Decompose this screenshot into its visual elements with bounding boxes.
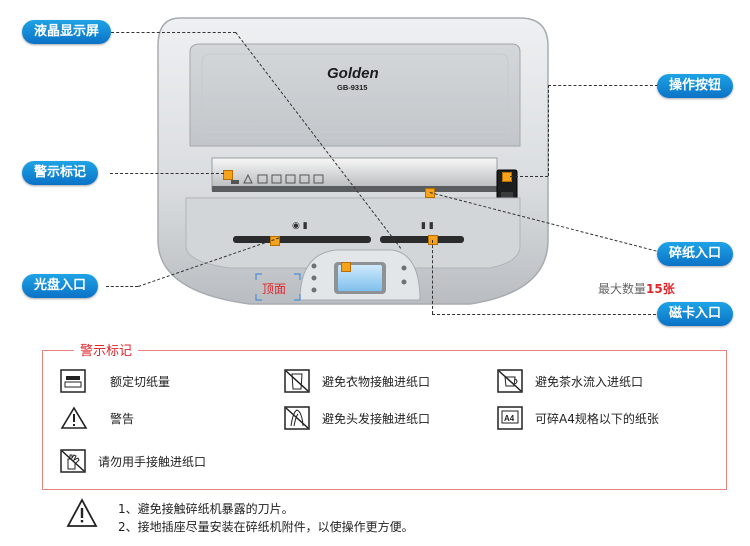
top-face-label: 顶面: [262, 282, 287, 296]
legend-item: 避免茶水流入进纸口: [497, 368, 643, 394]
max-quantity-value: 15张: [646, 282, 675, 296]
warning-legend-frame: [42, 350, 727, 490]
callout-cd: 光盘入口: [22, 274, 99, 298]
legend-item: A4 可碎A4规格以下的纸张: [497, 405, 659, 431]
no-clothing-icon: [284, 369, 310, 393]
no-hand-icon: [60, 449, 86, 473]
leader-cd: [106, 286, 138, 287]
legend-item: 避免衣物接触进纸口: [284, 368, 430, 394]
note-1: 1、避免接触碎纸机暴露的刀片。: [118, 502, 294, 516]
warning-legend-title: 警示标记: [74, 340, 139, 359]
marker-buttons: [502, 172, 512, 182]
note-2: 2、接地插座尽量安装在碎纸机附件，以使操作更方便。: [118, 520, 414, 534]
legend-item: 请勿用手接触进纸口: [60, 448, 206, 474]
svg-text:◉ ▮: ◉ ▮: [292, 221, 308, 231]
a4-paper-icon: A4: [497, 406, 523, 430]
marker-cd: [270, 236, 280, 246]
leader-card-h: [432, 314, 656, 315]
paper-tray-icon: [60, 369, 86, 393]
no-liquid-icon: [497, 369, 523, 393]
svg-text:A4: A4: [504, 414, 515, 423]
notes-warning-icon: [66, 498, 98, 527]
legend-item: 避免头发接触进纸口: [284, 405, 430, 431]
leader-card-v: [432, 240, 433, 314]
legend-item: 警告: [60, 405, 134, 431]
svg-text:▮ ▮: ▮ ▮: [421, 221, 434, 231]
max-quantity: 最大数量15张: [598, 282, 675, 296]
leader-warning: [110, 173, 224, 174]
leader-buttons-v: [548, 85, 549, 176]
callout-warning: 警示标记: [22, 161, 99, 185]
model-label: GB-9315: [337, 83, 367, 92]
warning-triangle-icon: [60, 406, 88, 429]
brand-logo: Golden: [327, 65, 379, 82]
marker-warning: [223, 170, 233, 180]
callout-lcd: 液晶显示屏: [22, 20, 112, 44]
leader-buttons-h: [548, 85, 658, 86]
legend-item: 额定切纸量: [60, 368, 170, 394]
callout-card: 磁卡入口: [657, 302, 734, 326]
leader-buttons-h2: [510, 176, 548, 177]
no-hair-icon: [284, 406, 310, 430]
leader-lcd: [106, 32, 236, 33]
marker-card: [428, 235, 438, 245]
marker-lcd: [341, 262, 351, 272]
callout-paper: 碎纸入口: [657, 242, 734, 266]
callout-buttons: 操作按钮: [657, 74, 734, 98]
marker-paper: [425, 188, 435, 198]
